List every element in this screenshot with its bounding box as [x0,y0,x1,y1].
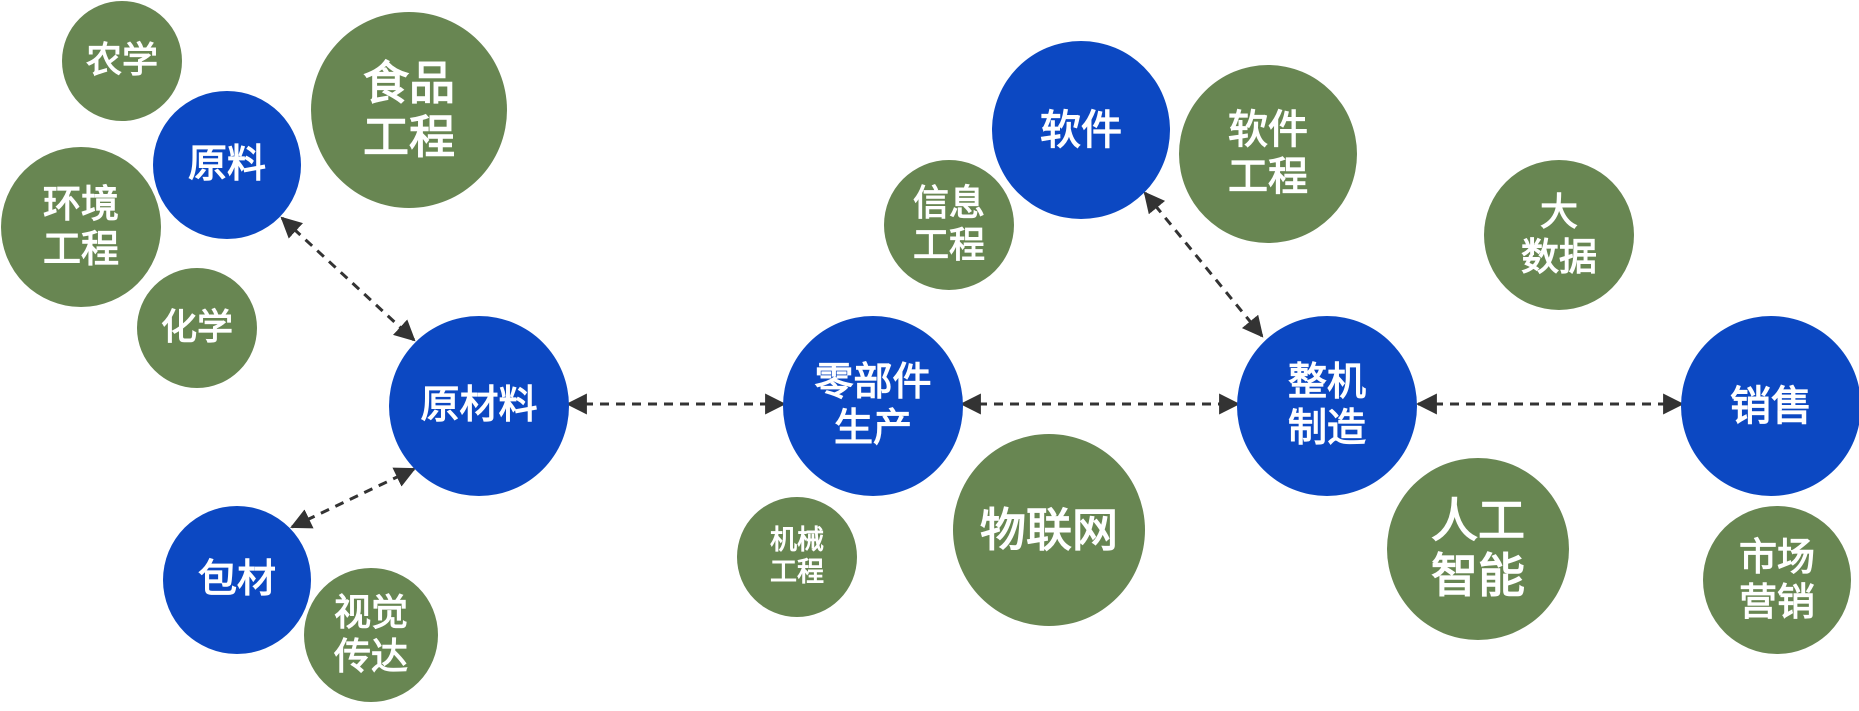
node-parts-production: 零部件 生产 [783,316,963,496]
node-visual-communication: 视觉 传达 [304,568,438,702]
node-whole-machine-manufacturing: 整机 制造 [1237,316,1417,496]
node-mechanical-engineering: 机械 工程 [737,497,857,617]
node-raw-materials: 原材料 [389,316,569,496]
node-food-engineering: 食品 工程 [311,12,507,208]
node-materials: 原料 [153,91,301,239]
node-information-engineering: 信息 工程 [884,160,1014,290]
node-environmental-engineering: 环境 工程 [1,147,161,307]
node-agriculture: 农学 [62,1,182,121]
node-software-engineering: 软件 工程 [1179,65,1357,243]
node-artificial-intelligence: 人工 智能 [1387,458,1569,640]
connector-materials-to-raw [280,216,416,342]
node-big-data: 大 数据 [1484,160,1634,310]
node-marketing: 市场 营销 [1703,506,1851,654]
node-packaging: 包材 [163,506,311,654]
node-internet-of-things: 物联网 [953,434,1145,626]
node-software: 软件 [992,41,1170,219]
node-sales: 销售 [1681,316,1859,496]
connector-packaging-to-raw [290,467,416,529]
node-chemistry: 化学 [137,268,257,388]
